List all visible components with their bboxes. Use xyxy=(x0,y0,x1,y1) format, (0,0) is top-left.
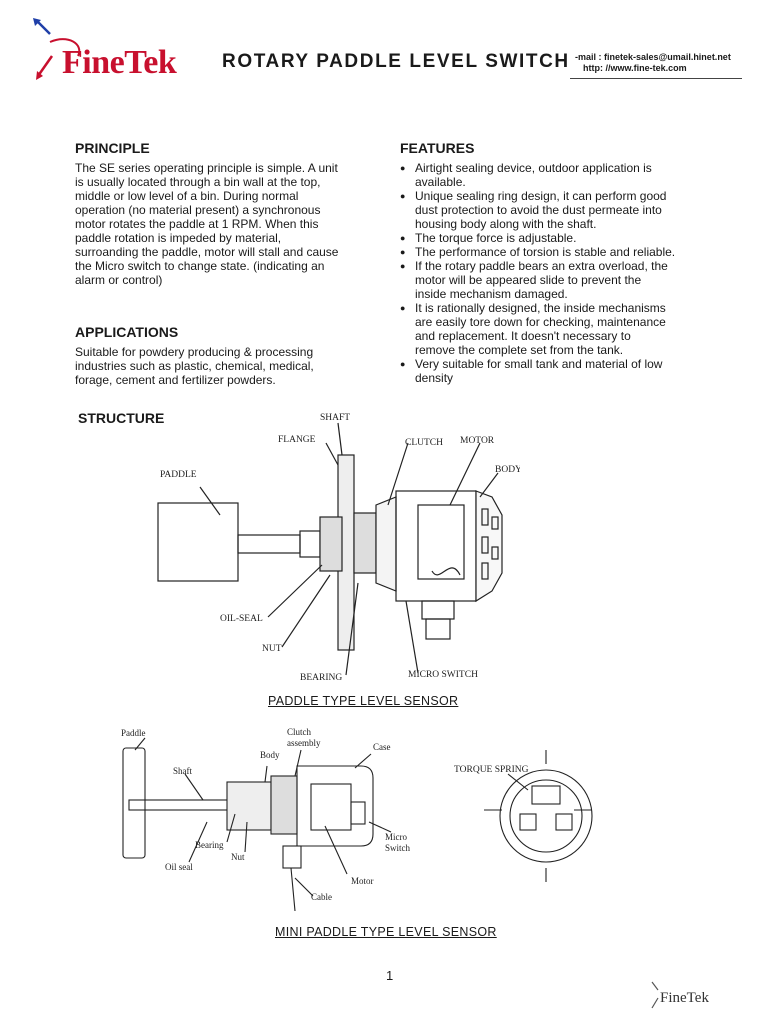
applications-heading: APPLICATIONS xyxy=(75,324,179,340)
features-heading: FEATURES xyxy=(400,140,475,156)
mini-label-clutch: Clutch xyxy=(287,727,311,737)
label-micro-switch: MICRO SWITCH xyxy=(408,670,478,680)
feature-item: It is rationally designed, the inside me… xyxy=(400,301,700,357)
label-paddle: PADDLE xyxy=(160,470,197,480)
feature-item: Unique sealing ring design, it can perfo… xyxy=(400,189,700,231)
footer-logo-emblem xyxy=(651,981,659,1009)
logo-text: FineTek xyxy=(62,44,177,81)
contact-email: -mail : finetek-sales@umail.hinet.net xyxy=(575,52,731,62)
label-flange: FLANGE xyxy=(278,435,316,445)
principle-line: paddle rotation is impeded by material, xyxy=(75,231,282,245)
principle-text: The SE series operating principle is sim… xyxy=(75,161,375,287)
label-oil-seal: OIL-SEAL xyxy=(220,614,263,624)
principle-line: is usually located through a bin wall at… xyxy=(75,175,321,189)
spring-housing xyxy=(499,769,593,863)
feature-item: If the rotary paddle bears an extra over… xyxy=(400,259,700,301)
mini-label-case: Case xyxy=(373,742,391,752)
applications-line: Suitable for powdery producing & process… xyxy=(75,345,314,359)
mini-sensor-caption: MINI PADDLE TYPE LEVEL SENSOR xyxy=(275,925,497,939)
principle-heading: PRINCIPLE xyxy=(75,140,150,156)
applications-line: forage, cement and fertilizer powders. xyxy=(75,373,276,387)
label-motor: MOTOR xyxy=(460,436,495,446)
label-nut: NUT xyxy=(262,644,282,654)
label-torque-spring: TORQUE SPRING xyxy=(454,765,529,775)
mini-label-assembly: assembly xyxy=(287,738,321,748)
label-clutch: CLUTCH xyxy=(405,438,443,448)
mini-case xyxy=(296,765,374,847)
principle-line: motor rotates the paddle at 1 RPM. When … xyxy=(75,217,319,231)
mini-label-motor: Motor xyxy=(351,876,374,886)
contact-info: -mail : finetek-sales@umail.hinet.net ht… xyxy=(575,52,731,74)
mini-label-nut: Nut xyxy=(231,852,245,862)
header-rule xyxy=(570,78,742,79)
principle-line: The SE series operating principle is sim… xyxy=(75,161,338,175)
shaft-body xyxy=(237,534,301,554)
features-list: Airtight sealing device, outdoor applica… xyxy=(400,161,700,385)
torque-spring-diagram: TORQUE SPRING xyxy=(454,750,593,882)
paddle-sensor-diagram: SHAFT FLANGE CLUTCH MOTOR BODY PADDLE OI… xyxy=(157,413,520,683)
paddle-sensor-caption: PADDLE TYPE LEVEL SENSOR xyxy=(268,694,459,708)
mini-label-cable: Cable xyxy=(311,892,332,902)
feature-item: The performance of torsion is stable and… xyxy=(400,245,700,259)
label-bearing: BEARING xyxy=(300,673,342,683)
mini-label-micro: Micro xyxy=(385,832,407,842)
contact-web: http: //www.fine-tek.com xyxy=(583,63,687,73)
mini-paddle-blade xyxy=(122,747,146,859)
document-title: ROTARY PADDLE LEVEL SWITCH xyxy=(222,51,570,72)
structure-heading: STRUCTURE xyxy=(78,410,165,426)
mini-sensor-diagram: Paddle Clutch assembly Body Case Shaft B… xyxy=(121,727,411,912)
principle-line: the Micro switch to change state. (indic… xyxy=(75,259,325,273)
footer-logo: FineTek xyxy=(660,990,709,1006)
mini-label-body: Body xyxy=(260,750,280,760)
mini-label-shaft: Shaft xyxy=(173,766,192,776)
principle-line: alarm or control) xyxy=(75,273,163,287)
feature-item: Airtight sealing device, outdoor applica… xyxy=(400,161,700,189)
label-body: BODY xyxy=(495,465,520,475)
principle-line: surroanding the paddle, motor will stall… xyxy=(75,245,339,259)
principle-line: middle or low level of a bin. During nor… xyxy=(75,189,299,203)
applications-line: industries such as plastic, chemical, me… xyxy=(75,359,314,373)
label-shaft: SHAFT xyxy=(320,413,350,423)
page-number: 1 xyxy=(386,968,394,983)
feature-item: Very suitable for small tank and materia… xyxy=(400,357,700,385)
mini-label-bearing: Bearing xyxy=(195,840,224,850)
mini-label-paddle: Paddle xyxy=(121,728,146,738)
principle-line: operation (no material present) a synchr… xyxy=(75,203,321,217)
paddle-blade xyxy=(157,502,239,582)
logo-emblem xyxy=(33,18,81,80)
applications-text: Suitable for powdery producing & process… xyxy=(75,345,375,387)
mini-label-switch: Switch xyxy=(385,843,411,853)
feature-item: The torque force is adjustable. xyxy=(400,231,700,245)
mini-label-oil-seal: Oil seal xyxy=(165,862,193,872)
mini-shaft xyxy=(128,799,230,811)
